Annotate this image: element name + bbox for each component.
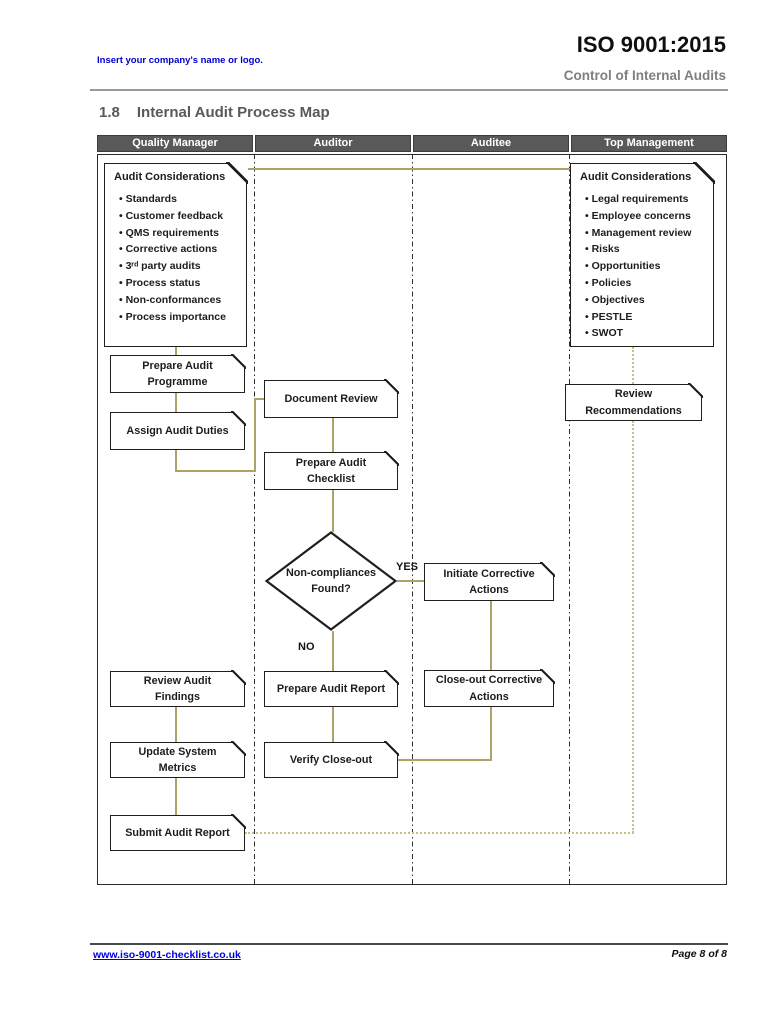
node-label: Prepare Audit Checklist <box>295 456 367 485</box>
standard-title: ISO 9001:2015 <box>576 32 726 57</box>
list-item: PESTLE <box>580 309 635 326</box>
lane-header-top-management: Top Management <box>571 135 727 152</box>
list-item: Management review <box>580 225 692 242</box>
list-item: Corrective actions <box>114 241 218 258</box>
company-name-placeholder: Insert your company's name or logo. <box>97 55 263 66</box>
lane-header-auditee: Auditee <box>413 135 569 152</box>
connector <box>175 347 177 356</box>
connector <box>254 398 256 472</box>
node-audit-considerations-tm: Audit Considerations Legal requirements … <box>570 162 715 347</box>
node-submit-audit-report: Submit Audit Report <box>110 814 246 851</box>
connector <box>332 490 334 532</box>
lane-divider <box>254 154 256 885</box>
connector-no-branch <box>332 631 334 671</box>
lane-divider <box>569 154 571 885</box>
list-item: 3ʳᵈ party audits <box>114 258 201 275</box>
connector <box>332 707 334 742</box>
dotted-connector <box>632 347 634 384</box>
node-document-review: Document Review <box>264 379 399 418</box>
node-label: Prepare Audit Programme <box>142 359 213 388</box>
lane-divider <box>411 154 413 885</box>
list-item: Employee concerns <box>580 208 691 225</box>
connector <box>175 707 177 742</box>
lane-header-auditor: Auditor <box>255 135 411 152</box>
list-item: Opportunities <box>580 258 663 275</box>
connector-considerations-link <box>248 168 570 170</box>
website-link[interactable]: www.iso-9001-checklist.co.uk <box>93 949 241 961</box>
connector <box>490 601 492 670</box>
list-item: Customer feedback <box>114 208 223 225</box>
connector <box>175 393 177 413</box>
list-item: QMS requirements <box>114 225 219 242</box>
node-label: Verify Close-out <box>289 753 373 766</box>
node-label: Close-out Corrective Actions <box>435 674 543 703</box>
considerations-title: Audit Considerations <box>114 171 226 183</box>
node-assign-audit-duties: Assign Audit Duties <box>110 411 246 450</box>
list-item: Policies <box>580 275 634 292</box>
connector <box>332 418 334 453</box>
connector <box>398 759 491 761</box>
decision-label: Non-compliances Found? <box>286 566 376 595</box>
node-label: Document Review <box>284 392 378 405</box>
node-label: Review Audit Findings <box>143 674 212 703</box>
list-item: Risks <box>580 241 622 258</box>
node-verify-close-out: Verify Close-out <box>264 741 399 778</box>
list-item: Objectives <box>580 292 647 309</box>
node-close-out-corrective-actions: Close-out Corrective Actions <box>424 669 555 707</box>
page-number: Page 8 of 8 <box>671 948 727 960</box>
node-review-audit-findings: Review Audit Findings <box>110 670 246 707</box>
list-item: Non-conformances <box>114 292 222 309</box>
node-initiate-corrective-actions: Initiate Corrective Actions <box>424 562 555 601</box>
dotted-connector <box>632 421 634 833</box>
node-review-recommendations: Review Recommendations <box>565 383 703 421</box>
document-title: Control of Internal Audits <box>563 68 726 83</box>
list-item: Process status <box>114 275 201 292</box>
internal-audit-process-map: Quality Manager Auditor Auditee Top Mana… <box>97 135 727 885</box>
lane-header-quality-manager: Quality Manager <box>97 135 253 152</box>
section-number: 1.8 <box>99 104 120 121</box>
list-item: Legal requirements <box>580 191 689 208</box>
decision-non-compliances-found: Non-compliances Found? <box>265 531 397 631</box>
list-item: Standards <box>114 191 179 208</box>
no-label: NO <box>298 641 315 653</box>
connector <box>254 398 265 400</box>
connector <box>490 707 492 761</box>
connector-yes-branch <box>397 580 424 582</box>
lane-header-row: Quality Manager Auditor Auditee Top Mana… <box>97 135 727 152</box>
decision-diamond-shape <box>265 531 397 631</box>
node-audit-considerations-qm: Audit Considerations Standards Customer … <box>104 162 248 347</box>
list-item: SWOT <box>580 325 626 342</box>
yes-label: YES <box>396 561 419 573</box>
connector <box>175 450 177 472</box>
connector <box>175 470 255 472</box>
list-item: Process importance <box>114 309 226 326</box>
node-label: Assign Audit Duties <box>126 424 229 437</box>
node-label: Update System Metrics <box>138 745 217 774</box>
header-divider <box>90 89 728 91</box>
dotted-connector-submit-report <box>245 832 634 834</box>
node-update-system-metrics: Update System Metrics <box>110 741 246 778</box>
node-label: Review Recommendations <box>585 388 682 417</box>
node-prepare-audit-checklist: Prepare Audit Checklist <box>264 451 399 490</box>
connector <box>175 778 177 815</box>
node-label: Submit Audit Report <box>125 826 230 839</box>
node-label: Initiate Corrective Actions <box>443 567 535 596</box>
section-title: 1.8 Internal Audit Process Map <box>99 104 330 121</box>
node-prepare-audit-programme: Prepare Audit Programme <box>110 354 246 393</box>
node-label: Prepare Audit Report <box>276 682 386 695</box>
considerations-title: Audit Considerations <box>580 171 692 183</box>
section-heading: Internal Audit Process Map <box>136 104 330 121</box>
footer-divider <box>90 943 728 945</box>
node-prepare-audit-report: Prepare Audit Report <box>264 670 399 707</box>
